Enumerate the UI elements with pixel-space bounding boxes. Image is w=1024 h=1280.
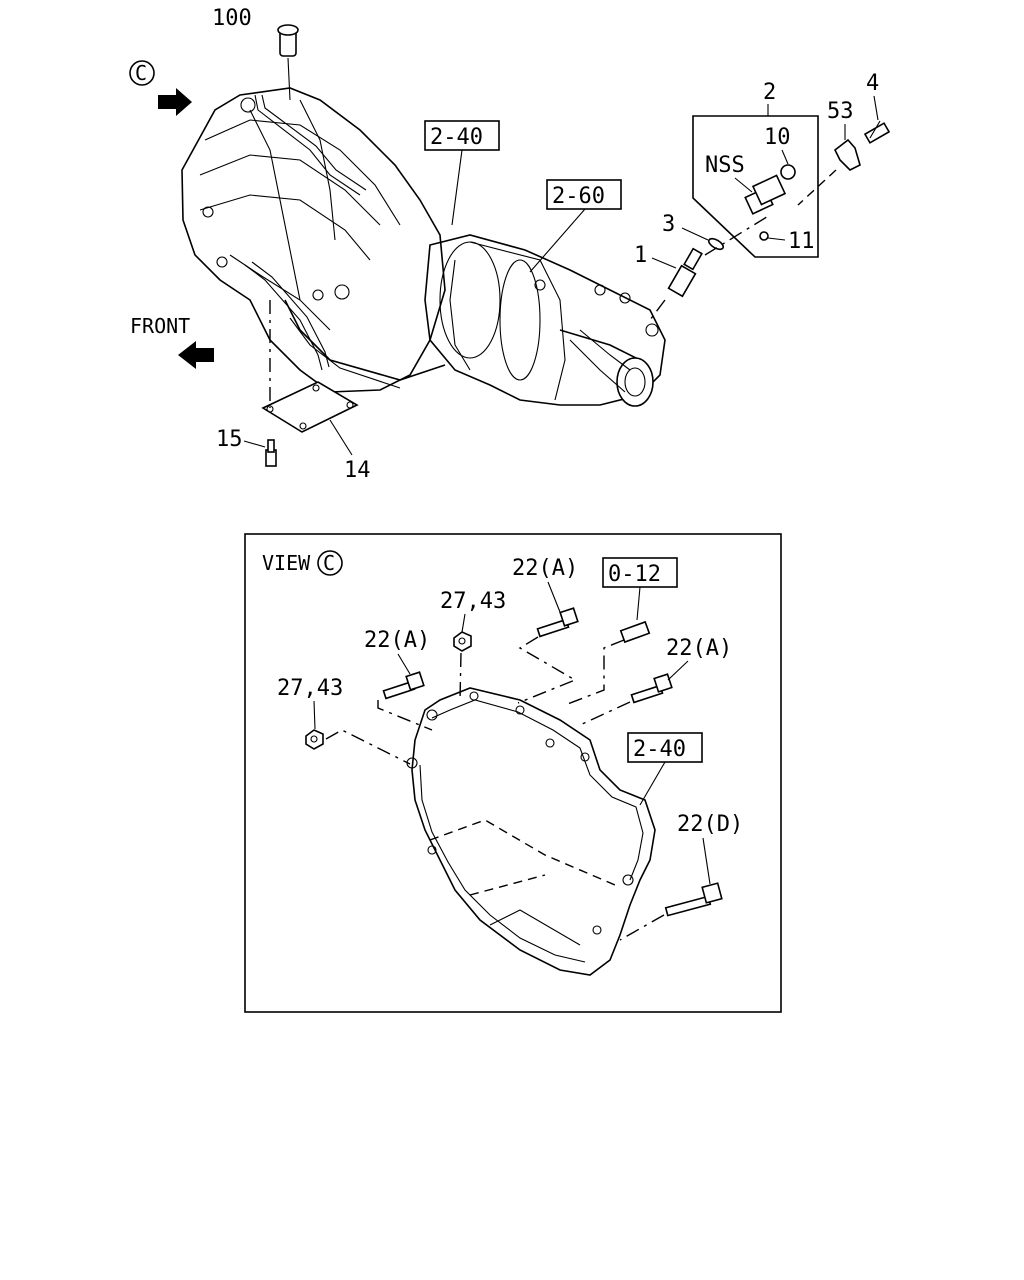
sensor-group-frame [692,115,819,258]
label-2: 2 [763,80,776,105]
bolt-22d [664,882,723,917]
label-27-43-top: 27,43 [440,589,506,614]
oring-part-3 [707,237,725,251]
nut-27-43-left [305,729,324,750]
transmission-case [181,87,446,393]
plug-part-100 [277,24,299,101]
nss-sensor-part [744,164,796,215]
view-c-marker-letter: C [135,61,147,85]
label-1: 1 [634,243,647,268]
view-mark-circle [317,550,343,576]
label-53: 53 [827,99,854,124]
view-mark-letter: C [323,551,335,575]
ref-2-40-view: 2-40 [633,737,686,762]
pan-plate-part-14 [261,381,359,433]
ref-box-2-60 [546,179,622,210]
label-22a-top: 22(A) [512,556,578,581]
bracket-part-53 [833,138,861,171]
label-27-43-left: 27,43 [277,676,343,701]
bolt-part-4 [863,120,891,144]
label-3: 3 [662,212,675,237]
bolt-22a-left [382,671,425,700]
label-10: 10 [764,125,791,150]
ref-2-60: 2-60 [552,184,605,209]
label-11: 11 [788,229,815,254]
front-label: FRONT [130,314,190,338]
bolt-22a-top [536,607,579,638]
view-title: VIEW [262,551,311,575]
label-22a-right: 22(A) [666,636,732,661]
label-100: 100 [212,6,252,31]
ref-0-12: 0-12 [608,562,661,587]
ref-box-2-40-view [627,732,703,763]
label-4: 4 [866,71,879,96]
label-22a-left: 22(A) [364,628,430,653]
dowel-pin-part [619,620,651,644]
bolt-22a-right [630,673,673,704]
bolt-part-15 [265,439,277,467]
part-11-screw [759,231,769,241]
label-15: 15 [216,427,243,452]
label-22d: 22(D) [677,812,743,837]
view-c-marker: C [129,60,155,86]
label-nss: NSS [705,153,745,178]
extension-housing [424,234,666,407]
view-c-arrow-icon [158,88,192,116]
view-c-panel-frame [244,533,782,1013]
front-arrow-icon [178,341,214,369]
gear-part-1 [667,247,703,298]
nut-27-43-top [453,631,472,652]
label-14: 14 [344,458,371,483]
ref-2-40-top: 2-40 [430,125,483,150]
bell-housing-view [406,687,656,976]
